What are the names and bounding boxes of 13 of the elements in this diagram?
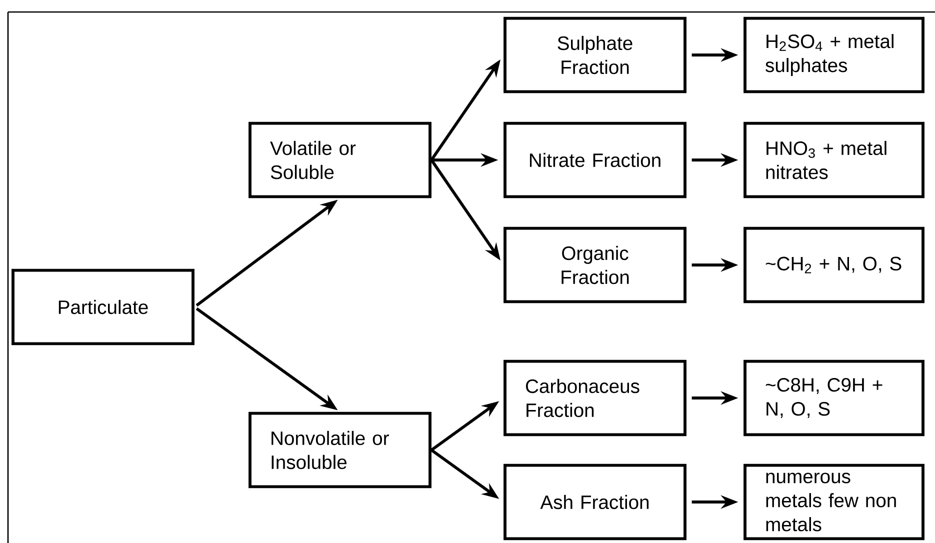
process-box: numerous metals few non metals xyxy=(744,464,924,540)
process-box: Sulphate Fraction xyxy=(504,16,686,94)
process-box: ~C8H, C9H + N, O, S xyxy=(744,360,924,436)
process-box: Carbonaceus Fraction xyxy=(504,360,686,436)
process-box: Particulate xyxy=(12,268,194,346)
process-box: Ash Fraction xyxy=(504,464,686,540)
process-box: Volatile or Soluble xyxy=(248,122,432,198)
process-box: Nonvolatile or Insoluble xyxy=(248,412,432,488)
process-box: Organic Fraction xyxy=(504,226,686,304)
process-box: Nitrate Fraction xyxy=(504,122,686,198)
process-box: HNO$_{3}$ + metal nitrates xyxy=(744,122,924,198)
process-box: H$_{2}$SO$_{4}$ + metal sulphates xyxy=(744,16,924,94)
process-box: ~CH$_{2}$ + N, O, S xyxy=(744,226,924,304)
